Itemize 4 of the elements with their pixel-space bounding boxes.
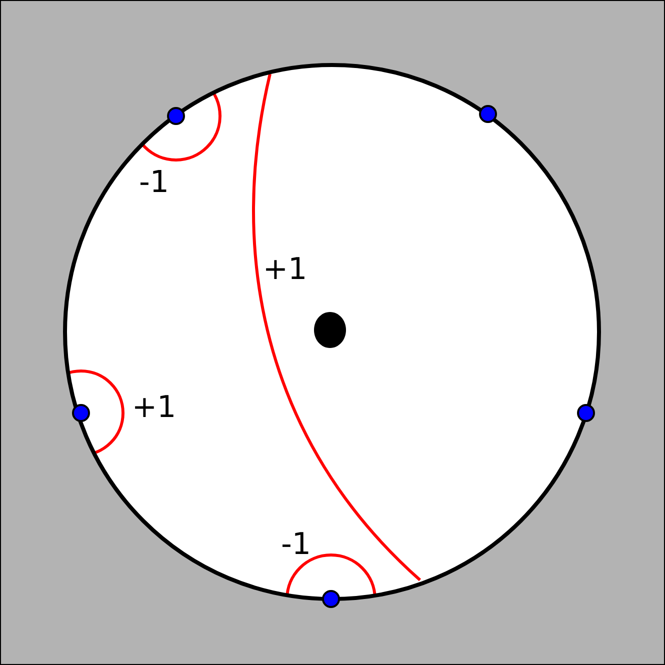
arc-label: -1 — [140, 170, 166, 192]
arc-label: +1 — [135, 395, 174, 417]
arc-label: -1 — [282, 532, 308, 554]
arc-label: +1 — [266, 257, 304, 279]
